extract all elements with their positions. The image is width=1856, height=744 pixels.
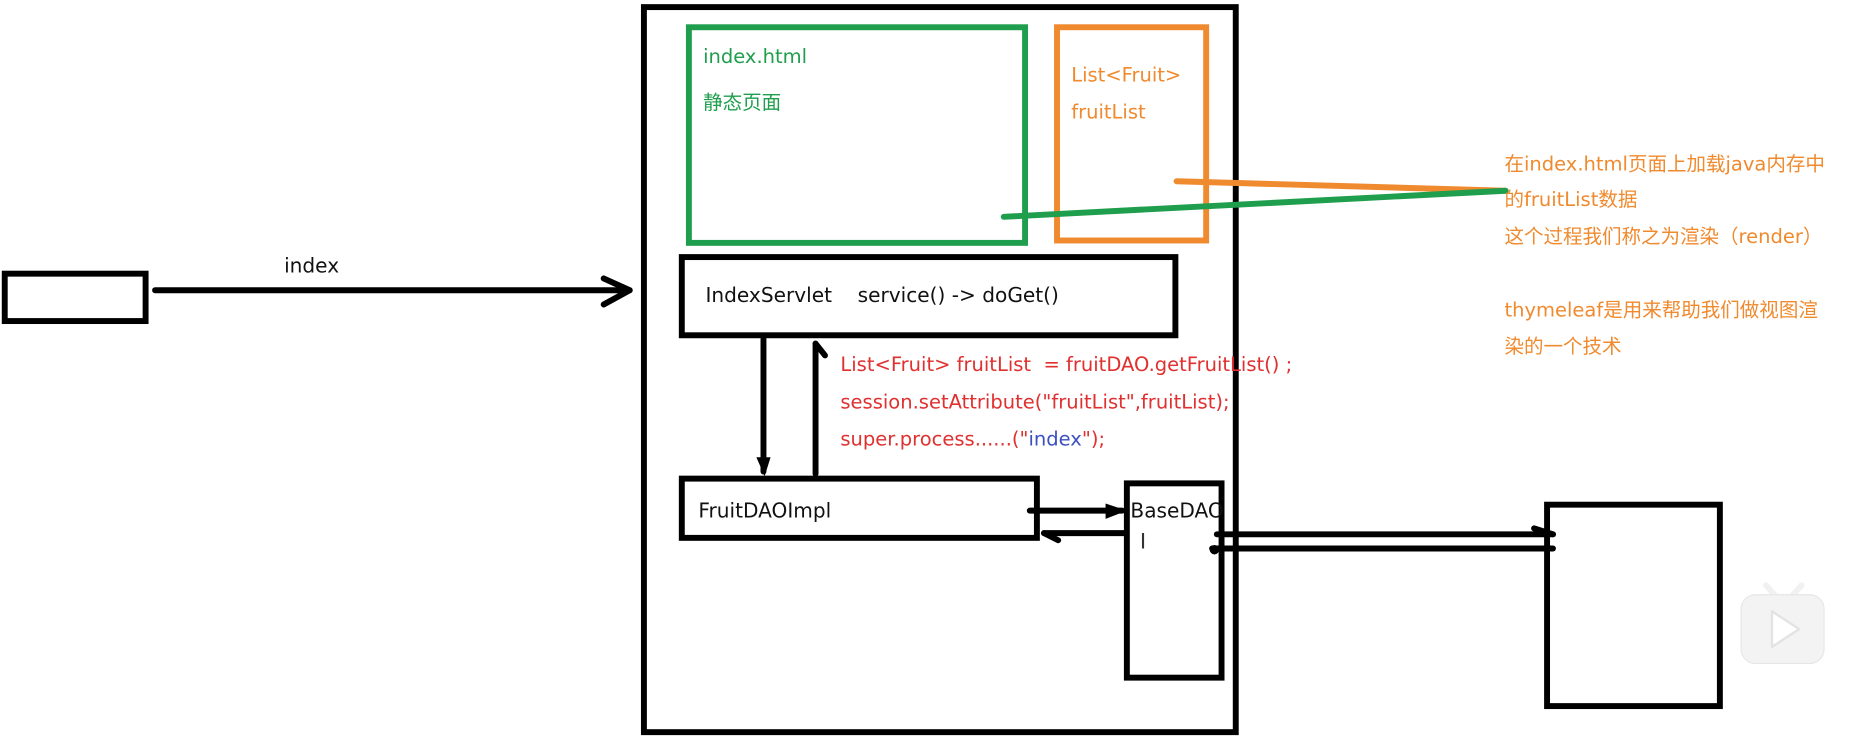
dao-impl-label: FruitDAOImpl (698, 499, 831, 523)
view-file-label: index.html (703, 45, 807, 68)
view-desc-label: 静态页面 (703, 91, 781, 114)
memory-name-label: fruitList (1071, 100, 1146, 123)
impl-to-base-arrowhead (1105, 503, 1127, 519)
text-cursor-icon: I (1140, 530, 1146, 555)
servlet-label: IndexServlet service() -> doGet() (705, 283, 1058, 307)
code-line-1: List<Fruit> fruitList = fruitDAO.getFrui… (840, 353, 1292, 376)
base-to-impl-arrowhead (1041, 530, 1062, 544)
request-label: index (284, 253, 339, 277)
code-line-2: session.setAttribute("fruitList",fruitLi… (840, 391, 1229, 414)
db-to-base-arrowhead (1209, 544, 1220, 555)
bilibili-tv-play-icon (1740, 582, 1825, 665)
request-arrow-head (600, 275, 633, 308)
base-dao-box (1123, 480, 1225, 681)
note-line-4: thymeleaf是用来帮助我们做视图渲 (1504, 298, 1817, 321)
database-box (1544, 501, 1723, 710)
code-line-3-prefix: super.process......(" (840, 427, 1028, 450)
base-to-db-arrowhead (1531, 525, 1556, 538)
note-line-5: 染的一个技术 (1504, 335, 1621, 358)
code-line-3-suffix: "); (1082, 427, 1105, 450)
base-dao-label: BaseDAO (1130, 499, 1223, 523)
memory-connector-line (1173, 178, 1509, 194)
note-line-3: 这个过程我们称之为渲染（render） (1504, 225, 1822, 248)
view-box (685, 24, 1029, 246)
note-line-2: 的fruitList数据 (1504, 188, 1637, 211)
server-container (640, 4, 1239, 736)
servlet-box (678, 254, 1179, 339)
client-box (1, 270, 149, 325)
servlet-to-dao-arrowhead (756, 457, 771, 477)
code-line-3: super.process......("index"); (840, 427, 1105, 450)
memory-type-label: List<Fruit> (1071, 64, 1181, 87)
view-connector-line (1000, 187, 1509, 220)
code-line-3-arg: index (1028, 427, 1081, 450)
note-line-1: 在index.html页面上加载java内存中 (1504, 153, 1824, 176)
dao-to-servlet-arrowhead (812, 340, 828, 359)
memory-box (1054, 24, 1210, 244)
